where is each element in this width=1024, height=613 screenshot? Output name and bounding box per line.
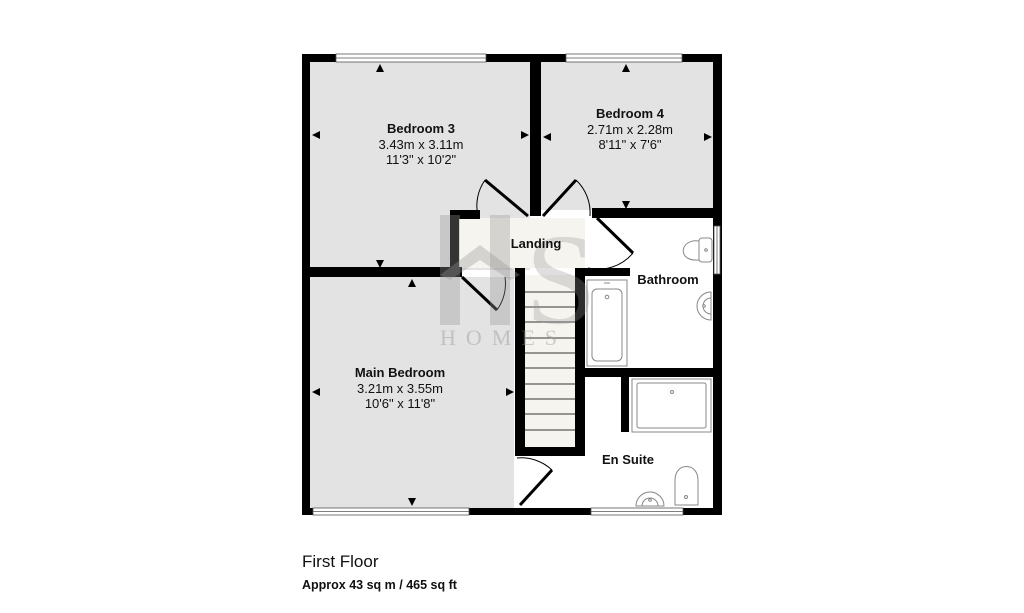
room-metric: 3.21m x 3.55m [356,380,443,396]
toilet-icon [682,237,713,263]
room-label-bedroom-4: Bedroom 4 2.71m x 2.28m 8'11" x 7'6" [587,106,673,153]
room-imperial: 11'3" x 10'2" [385,152,457,168]
room-name: En Suite [601,452,655,467]
dimension-arrows [312,64,712,506]
shower-tray-icon [631,378,712,433]
room-metric: 3.43m x 3.11m [378,136,464,152]
watermark-text: HOMES [440,325,568,350]
room-name: Main Bedroom [354,365,446,380]
bathtub-icon [586,279,628,367]
room-name: Bedroom 3 [387,121,455,136]
room-imperial: 10'6" x 11'8" [364,396,436,412]
room-name: Landing [510,236,562,251]
room-label-bedroom-3: Bedroom 3 3.43m x 3.11m 11'3" x 10'2" [378,121,463,168]
room-label-main-bedroom: Main Bedroom 3.21m x 3.55m 10'6" x 11'8" [355,365,445,412]
basin-icon [696,291,712,321]
room-name: Bedroom 4 [596,106,664,121]
walls [302,54,722,515]
room-label-en-suite: En Suite [602,452,654,468]
landing-area [458,218,588,268]
room-metric: 2.71m x 2.28m [587,121,673,137]
en-suite-toilet-icon [674,466,699,506]
floor-area: Approx 43 sq m / 465 sq ft [302,578,457,592]
main-bedroom-area [310,277,514,508]
room-imperial: 8'11" x 7'6" [598,137,662,153]
windows [312,53,721,516]
doors [460,178,635,507]
staircase [525,275,575,447]
room-label-landing: Landing [511,236,562,252]
en-suite-basin-icon [635,491,665,507]
room-label-bathroom: Bathroom [637,272,698,288]
room-name: Bathroom [637,272,699,287]
floor-title: First Floor [302,552,379,571]
